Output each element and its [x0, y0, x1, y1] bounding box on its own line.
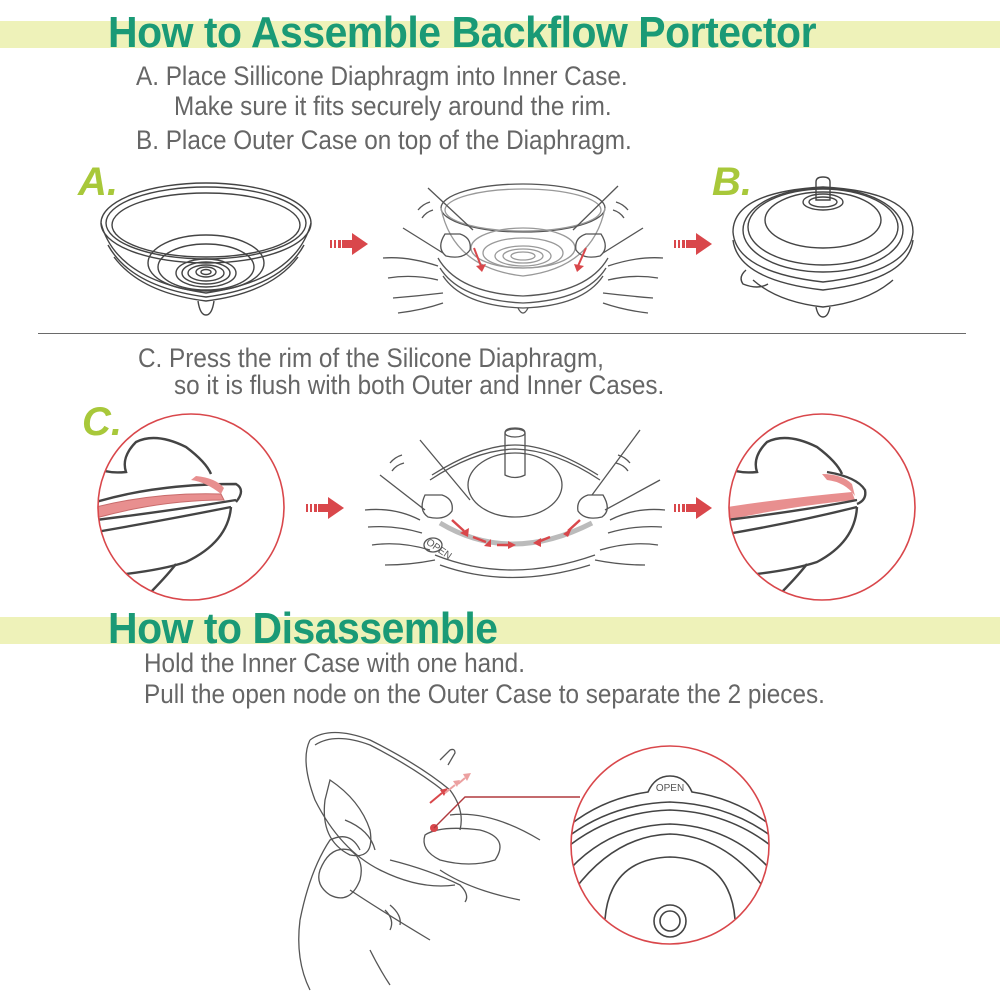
right-arrow-icon	[674, 233, 712, 255]
assemble-heading: How to Assemble Backflow Portector	[108, 8, 817, 57]
disassemble-line2: Pull the open node on the Outer Case to …	[144, 679, 825, 709]
open-tab-label: OPEN	[656, 783, 684, 794]
assembled-case-illustration	[732, 176, 914, 318]
assemble-banner	[0, 21, 1000, 48]
step-a-line2: Make sure it fits securely around the ri…	[174, 91, 612, 121]
rim-closeup-before-illustration	[97, 413, 285, 601]
section-divider	[38, 333, 966, 334]
hands-pressing-diaphragm-illustration	[382, 183, 664, 314]
step-b-label: B.	[712, 160, 752, 204]
disassemble-banner	[0, 617, 1000, 644]
rim-closeup-after-illustration	[728, 413, 916, 601]
disassemble-line1: Hold the Inner Case with one hand.	[144, 648, 525, 678]
step-a-line1: A. Place Sillicone Diaphragm into Inner …	[136, 61, 628, 91]
disassemble-heading: How to Disassemble	[108, 604, 498, 653]
step-c-line2: so it is flush with both Outer and Inner…	[174, 370, 665, 400]
hands-pressing-rim-illustration: OPEN	[364, 427, 666, 579]
step-c-label: C.	[82, 400, 122, 444]
right-arrow-icon	[674, 497, 712, 519]
right-arrow-icon	[330, 233, 368, 255]
hand-holding-case-illustration	[298, 731, 580, 991]
step-c-line1: C. Press the rim of the Silicone Diaphra…	[138, 343, 604, 373]
inner-case-illustration	[100, 182, 312, 316]
step-b-text: B. Place Outer Case on top of the Diaphr…	[136, 125, 632, 155]
right-arrow-icon	[306, 497, 344, 519]
open-tab-closeup-illustration: OPEN	[570, 745, 770, 945]
step-a-label: A.	[78, 160, 118, 204]
